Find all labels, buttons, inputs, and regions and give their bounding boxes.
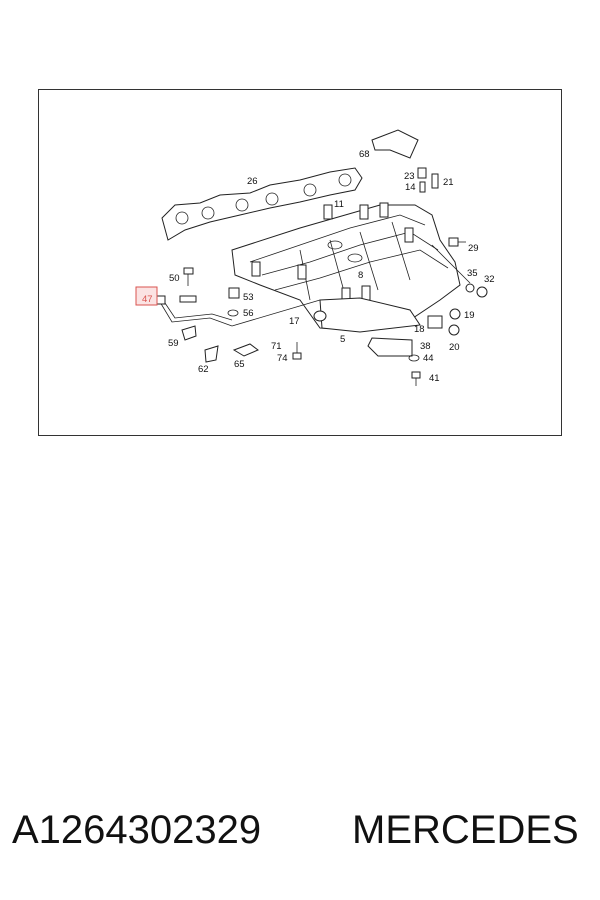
intake-manifold-diagram: 68 23 14 21 26 11 29 50 8 35 32 53 56 17… — [135, 129, 495, 386]
pipe-47 — [156, 295, 233, 327]
callout-44: 44 — [423, 353, 434, 364]
sensor-18 — [427, 315, 443, 329]
intake-manifold-body — [231, 202, 461, 333]
bracket-62 — [204, 345, 219, 363]
callout-5: 5 — [340, 334, 345, 345]
bolt-50 — [183, 267, 194, 286]
callout-35: 35 — [467, 268, 478, 279]
caption: A1264302329 MERCEDES — [0, 800, 600, 870]
callout-50: 50 — [169, 273, 180, 284]
highlight-callout-47[interactable]: 47 — [135, 286, 158, 306]
callout-56: 56 — [243, 308, 254, 319]
leader-lines — [231, 244, 471, 327]
bolt-41 — [411, 371, 421, 386]
callout-65: 65 — [234, 359, 245, 370]
nut-74 — [292, 352, 302, 360]
callout-41: 41 — [429, 373, 440, 384]
part-number: A1264302329 — [12, 808, 262, 852]
seal-17 — [313, 310, 327, 322]
seal-35 — [465, 283, 475, 293]
callout-32: 32 — [484, 274, 495, 285]
callout-labels: 68 23 14 21 26 11 29 50 8 35 32 53 56 17… — [168, 149, 495, 384]
callout-18: 18 — [414, 324, 425, 335]
callout-23: 23 — [404, 171, 415, 182]
callout-19: 19 — [464, 310, 475, 321]
callout-59: 59 — [168, 338, 179, 349]
brand-name: MERCEDES — [352, 808, 579, 852]
callout-53: 53 — [243, 292, 254, 303]
callout-8: 8 — [358, 270, 363, 281]
bolt-29 — [448, 237, 466, 247]
callout-21: 21 — [443, 177, 454, 188]
callout-14: 14 — [405, 182, 416, 193]
callout-62: 62 — [198, 364, 209, 375]
callout-17: 17 — [289, 316, 300, 327]
gasket-26 — [161, 167, 363, 241]
bracket-38 — [367, 337, 413, 357]
callout-71: 71 — [271, 341, 282, 352]
callout-68: 68 — [359, 149, 370, 160]
bolt-53 — [228, 287, 240, 299]
highlight-box — [135, 286, 158, 306]
clip-59 — [181, 325, 197, 341]
washer-20 — [448, 324, 460, 336]
washer-44 — [408, 354, 420, 362]
callout-20: 20 — [449, 342, 460, 353]
bracket-68 — [371, 129, 419, 159]
callout-26: 26 — [247, 176, 258, 187]
nut-32 — [476, 286, 488, 298]
diagram-frame — [38, 89, 562, 436]
bracket-65 — [232, 343, 259, 357]
callout-47: 47 — [142, 294, 153, 305]
nut-19 — [449, 308, 461, 320]
callout-29: 29 — [468, 243, 479, 254]
callout-38: 38 — [420, 341, 431, 352]
fittings-23-14-21 — [417, 167, 439, 193]
callout-11: 11 — [334, 199, 344, 210]
callout-74: 74 — [277, 353, 288, 364]
washer-56 — [227, 309, 239, 317]
